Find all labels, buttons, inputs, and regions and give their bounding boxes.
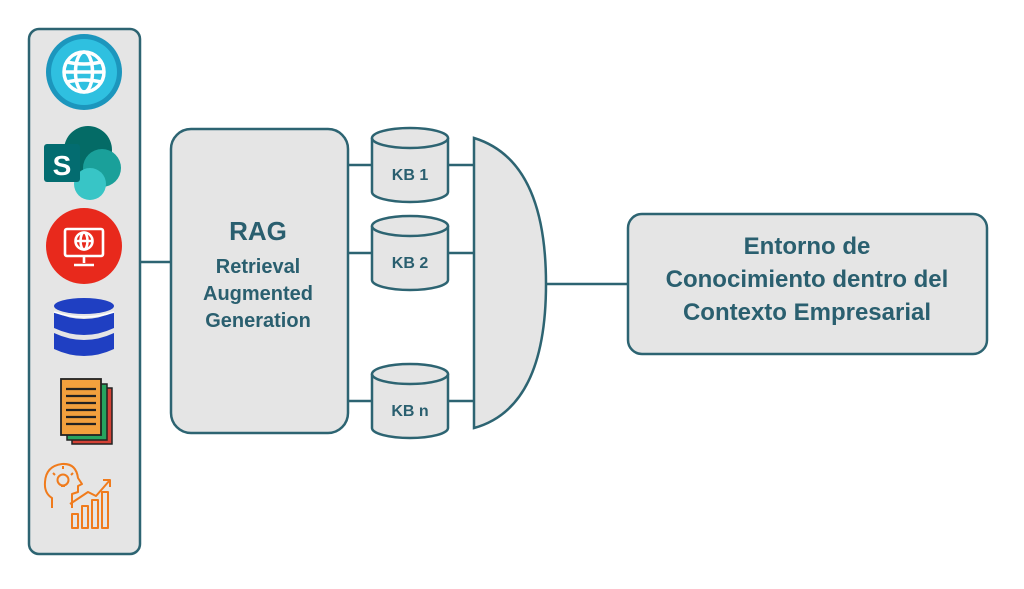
aggregator-gate: [472, 136, 548, 430]
insight-growth-icon: [43, 462, 111, 529]
globe-icon: [46, 34, 122, 110]
rag-box: [169, 127, 350, 435]
kb-2-label: KB 2: [392, 255, 429, 272]
output-line-3: Contexto Empresarial: [683, 299, 931, 326]
connectors: [140, 163, 628, 403]
documents-icon: [60, 378, 113, 445]
output-line-2: Conocimiento dentro del: [666, 266, 949, 293]
kb-n-label: KB n: [391, 403, 428, 420]
svg-text:S: S: [53, 150, 72, 181]
database-icon: [53, 298, 115, 356]
rag-line-1: Retrieval: [216, 256, 301, 278]
kb-1: KB 1: [370, 126, 450, 204]
rag-title: RAG: [229, 216, 287, 246]
kb-1-label: KB 1: [392, 167, 429, 184]
kb-2: KB 2: [370, 214, 450, 292]
output-box: [626, 212, 989, 356]
sharepoint-icon: S: [44, 126, 121, 200]
web-monitor-icon: [46, 208, 122, 284]
rag-line-2: Augmented: [203, 283, 313, 305]
kb-n: KB n: [370, 362, 450, 440]
rag-line-3: Generation: [205, 310, 311, 332]
output-line-1: Entorno de: [744, 233, 871, 260]
